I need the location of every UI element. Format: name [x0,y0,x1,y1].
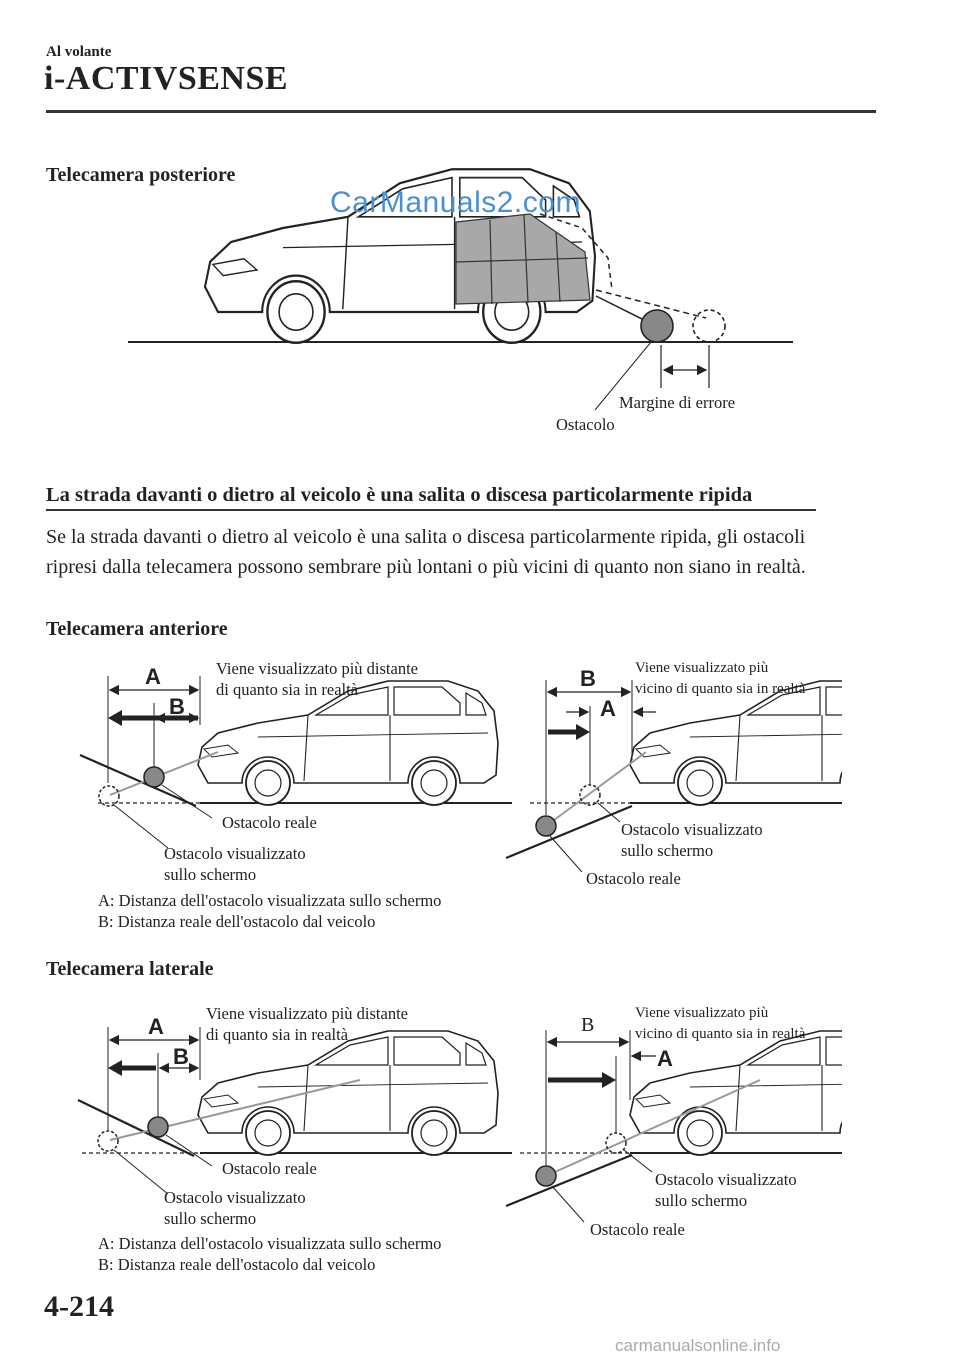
side-legend-b: B: Distanza reale dell'ostacolo dal veic… [98,1255,376,1274]
side-right-displayed-label-line2: sullo schermo [655,1191,748,1210]
side-left-caption-line1: Viene visualizzato più distante [206,1004,408,1023]
front-left-displayed-label-line2: sullo schermo [164,865,257,884]
front-left-letter-a: A [145,664,161,689]
error-margin-label: Margine di errore [619,393,736,412]
side-right-displayed-label-line1: Ostacolo visualizzato [655,1170,797,1189]
side-left-caption-line2: di quanto sia in realtà [206,1025,349,1044]
front-right-caption-line1: Viene visualizzato più [635,660,769,676]
front-right-real-obstacle-label: Ostacolo reale [586,869,681,888]
footer-url[interactable]: carmanualsonline.info [615,1336,781,1355]
front-left-letter-b: B [169,694,185,719]
side-left-displayed-label-line2: sullo schermo [164,1209,257,1228]
side-camera-title: Telecamera laterale [46,958,214,980]
rear-displayed-obstacle-icon [692,309,726,343]
body-paragraph: Se la strada davanti o dietro al veicolo… [46,526,806,578]
front-left-real-obstacle-label: Ostacolo reale [222,813,317,832]
side-left-real-obstacle-label: Ostacolo reale [222,1159,317,1178]
front-left-caption-line2: di quanto sia in realtà [216,680,359,699]
obstacle-label: Ostacolo [556,415,615,434]
side-right-letter-b: B [581,1014,595,1036]
section-heading: La strada davanti o dietro al veicolo è … [46,484,753,506]
chapter-title: i-ACTIVSENSE [44,60,289,97]
front-legend-b: B: Distanza reale dell'ostacolo dal veic… [98,912,376,931]
side-legend-a: A: Distanza dell'ostacolo visualizzata s… [98,1234,442,1253]
side-right-caption-line2: vicino di quanto sia in realtà [635,1026,806,1042]
rear-camera-diagram [128,167,793,411]
side-left-displayed-label-line1: Ostacolo visualizzato [164,1188,306,1207]
header-divider [46,110,876,113]
front-right-displayed-label-line1: Ostacolo visualizzato [621,820,763,839]
section-label: Al volante [46,44,112,60]
side-right-letter-a: A [657,1046,673,1071]
rear-view-grid [455,213,591,305]
front-right-caption-line2: vicino di quanto sia in realtà [635,681,806,697]
rear-camera-title: Telecamera posteriore [46,164,236,186]
side-left-letter-b: B [173,1044,189,1069]
front-legend-a: A: Distanza dell'ostacolo visualizzata s… [98,891,442,910]
front-left-displayed-label-line1: Ostacolo visualizzato [164,844,306,863]
front-camera-title: Telecamera anteriore [46,618,228,640]
side-right-caption-line1: Viene visualizzato più [635,1005,769,1021]
watermark: CarManuals2.com [330,186,581,219]
side-right-real-obstacle-label: Ostacolo reale [590,1220,685,1239]
page-number: 4-214 [44,1290,114,1323]
front-right-displayed-label-line2: sullo schermo [621,841,714,860]
front-right-letter-b: B [580,666,596,691]
heading-underline [46,509,816,511]
rear-real-obstacle-icon [640,309,674,343]
front-left-diagram [79,676,512,849]
side-left-letter-a: A [148,1014,164,1039]
side-left-diagram [77,1027,512,1195]
side-right-diagram [505,1030,842,1223]
front-left-caption-line1: Viene visualizzato più distante [216,659,418,678]
front-right-letter-a: A [600,696,616,721]
front-right-diagram [505,680,842,873]
